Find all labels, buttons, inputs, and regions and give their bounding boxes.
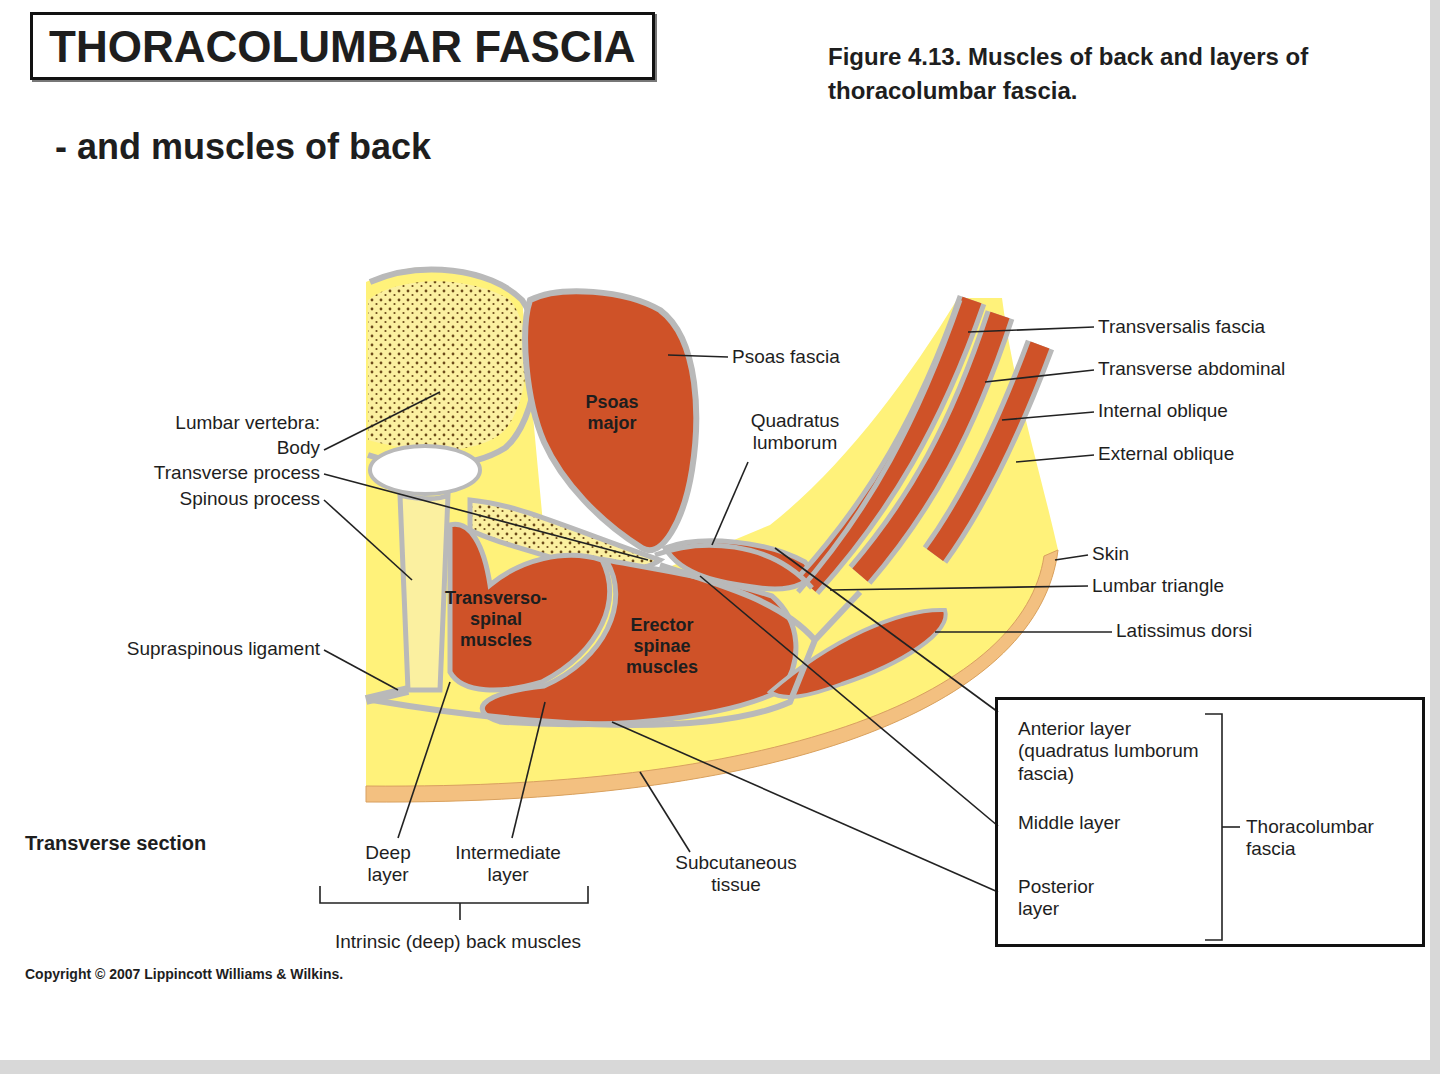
leader-lines [320, 327, 1240, 940]
anatomy-label: Spinous process [180, 488, 320, 510]
layer-label: Anterior layer (quadratus lumborum fasci… [1018, 718, 1208, 785]
anatomy-label: - and muscles of back [55, 126, 431, 168]
anatomy-label: External oblique [1098, 443, 1234, 465]
anatomy-label: Transverso-spinal muscles [441, 588, 551, 652]
psoas-major [525, 291, 696, 550]
slide-edge [0, 1060, 1440, 1074]
anatomy-label: Erector spinae muscles [607, 615, 717, 679]
anatomy-label: Subcutaneous tissue [651, 852, 821, 897]
anatomy-label: Skin [1092, 543, 1129, 565]
vertebra-outline [368, 270, 537, 466]
anatomy-label: Deep layer [348, 842, 428, 887]
posterior-layer [372, 592, 860, 725]
vertebral-foramen [370, 446, 480, 494]
external-oblique [935, 345, 1040, 555]
anatomy-label: Transverse process [154, 462, 320, 484]
slide-edge [1430, 0, 1440, 1074]
anatomy-label: Psoas fascia [732, 346, 840, 368]
supraspinous-ligament [366, 690, 408, 700]
title: THORACOLUMBAR FASCIA [30, 12, 655, 80]
anterior-layer [655, 545, 812, 588]
anatomy-label: Transverse abdominal [1098, 358, 1285, 380]
layer-label: Posterior layer [1018, 876, 1138, 921]
fascia [860, 315, 1000, 575]
anatomy-label: Body [277, 437, 320, 459]
anatomy-label: Supraspinous ligament [127, 638, 320, 660]
anatomy-label: Copyright © 2007 Lippincott Williams & W… [25, 966, 343, 983]
spinous-process [400, 495, 448, 690]
anatomy-label: Transverse section [25, 832, 206, 856]
internal-oblique [860, 315, 1000, 575]
layer-label: Thoracolumbar fascia [1246, 816, 1396, 861]
vertebral-body [368, 281, 526, 450]
anatomy-label: Latissimus dorsi [1116, 620, 1252, 642]
anatomy-label: Quadratus lumborum [730, 410, 860, 455]
anatomy-label: Psoas major [567, 392, 657, 434]
anatomy-label: Intrinsic (deep) back muscles [335, 931, 581, 953]
anatomy-label: Internal oblique [1098, 400, 1228, 422]
fascia [935, 345, 1040, 555]
anatomy-label: Lumbar vertebra: [175, 412, 320, 434]
caption: Figure 4.13. Muscles of back and layers … [828, 40, 1328, 107]
layer-label: Middle layer [1018, 812, 1138, 834]
anatomy-label: Lumbar triangle [1092, 575, 1224, 597]
anatomy-label: Transversalis fascia [1098, 316, 1265, 338]
subcutaneous-fat [366, 267, 1058, 802]
legend-box: Anterior layer (quadratus lumborum fasci… [995, 697, 1425, 947]
anatomy-label: Intermediate layer [433, 842, 583, 887]
